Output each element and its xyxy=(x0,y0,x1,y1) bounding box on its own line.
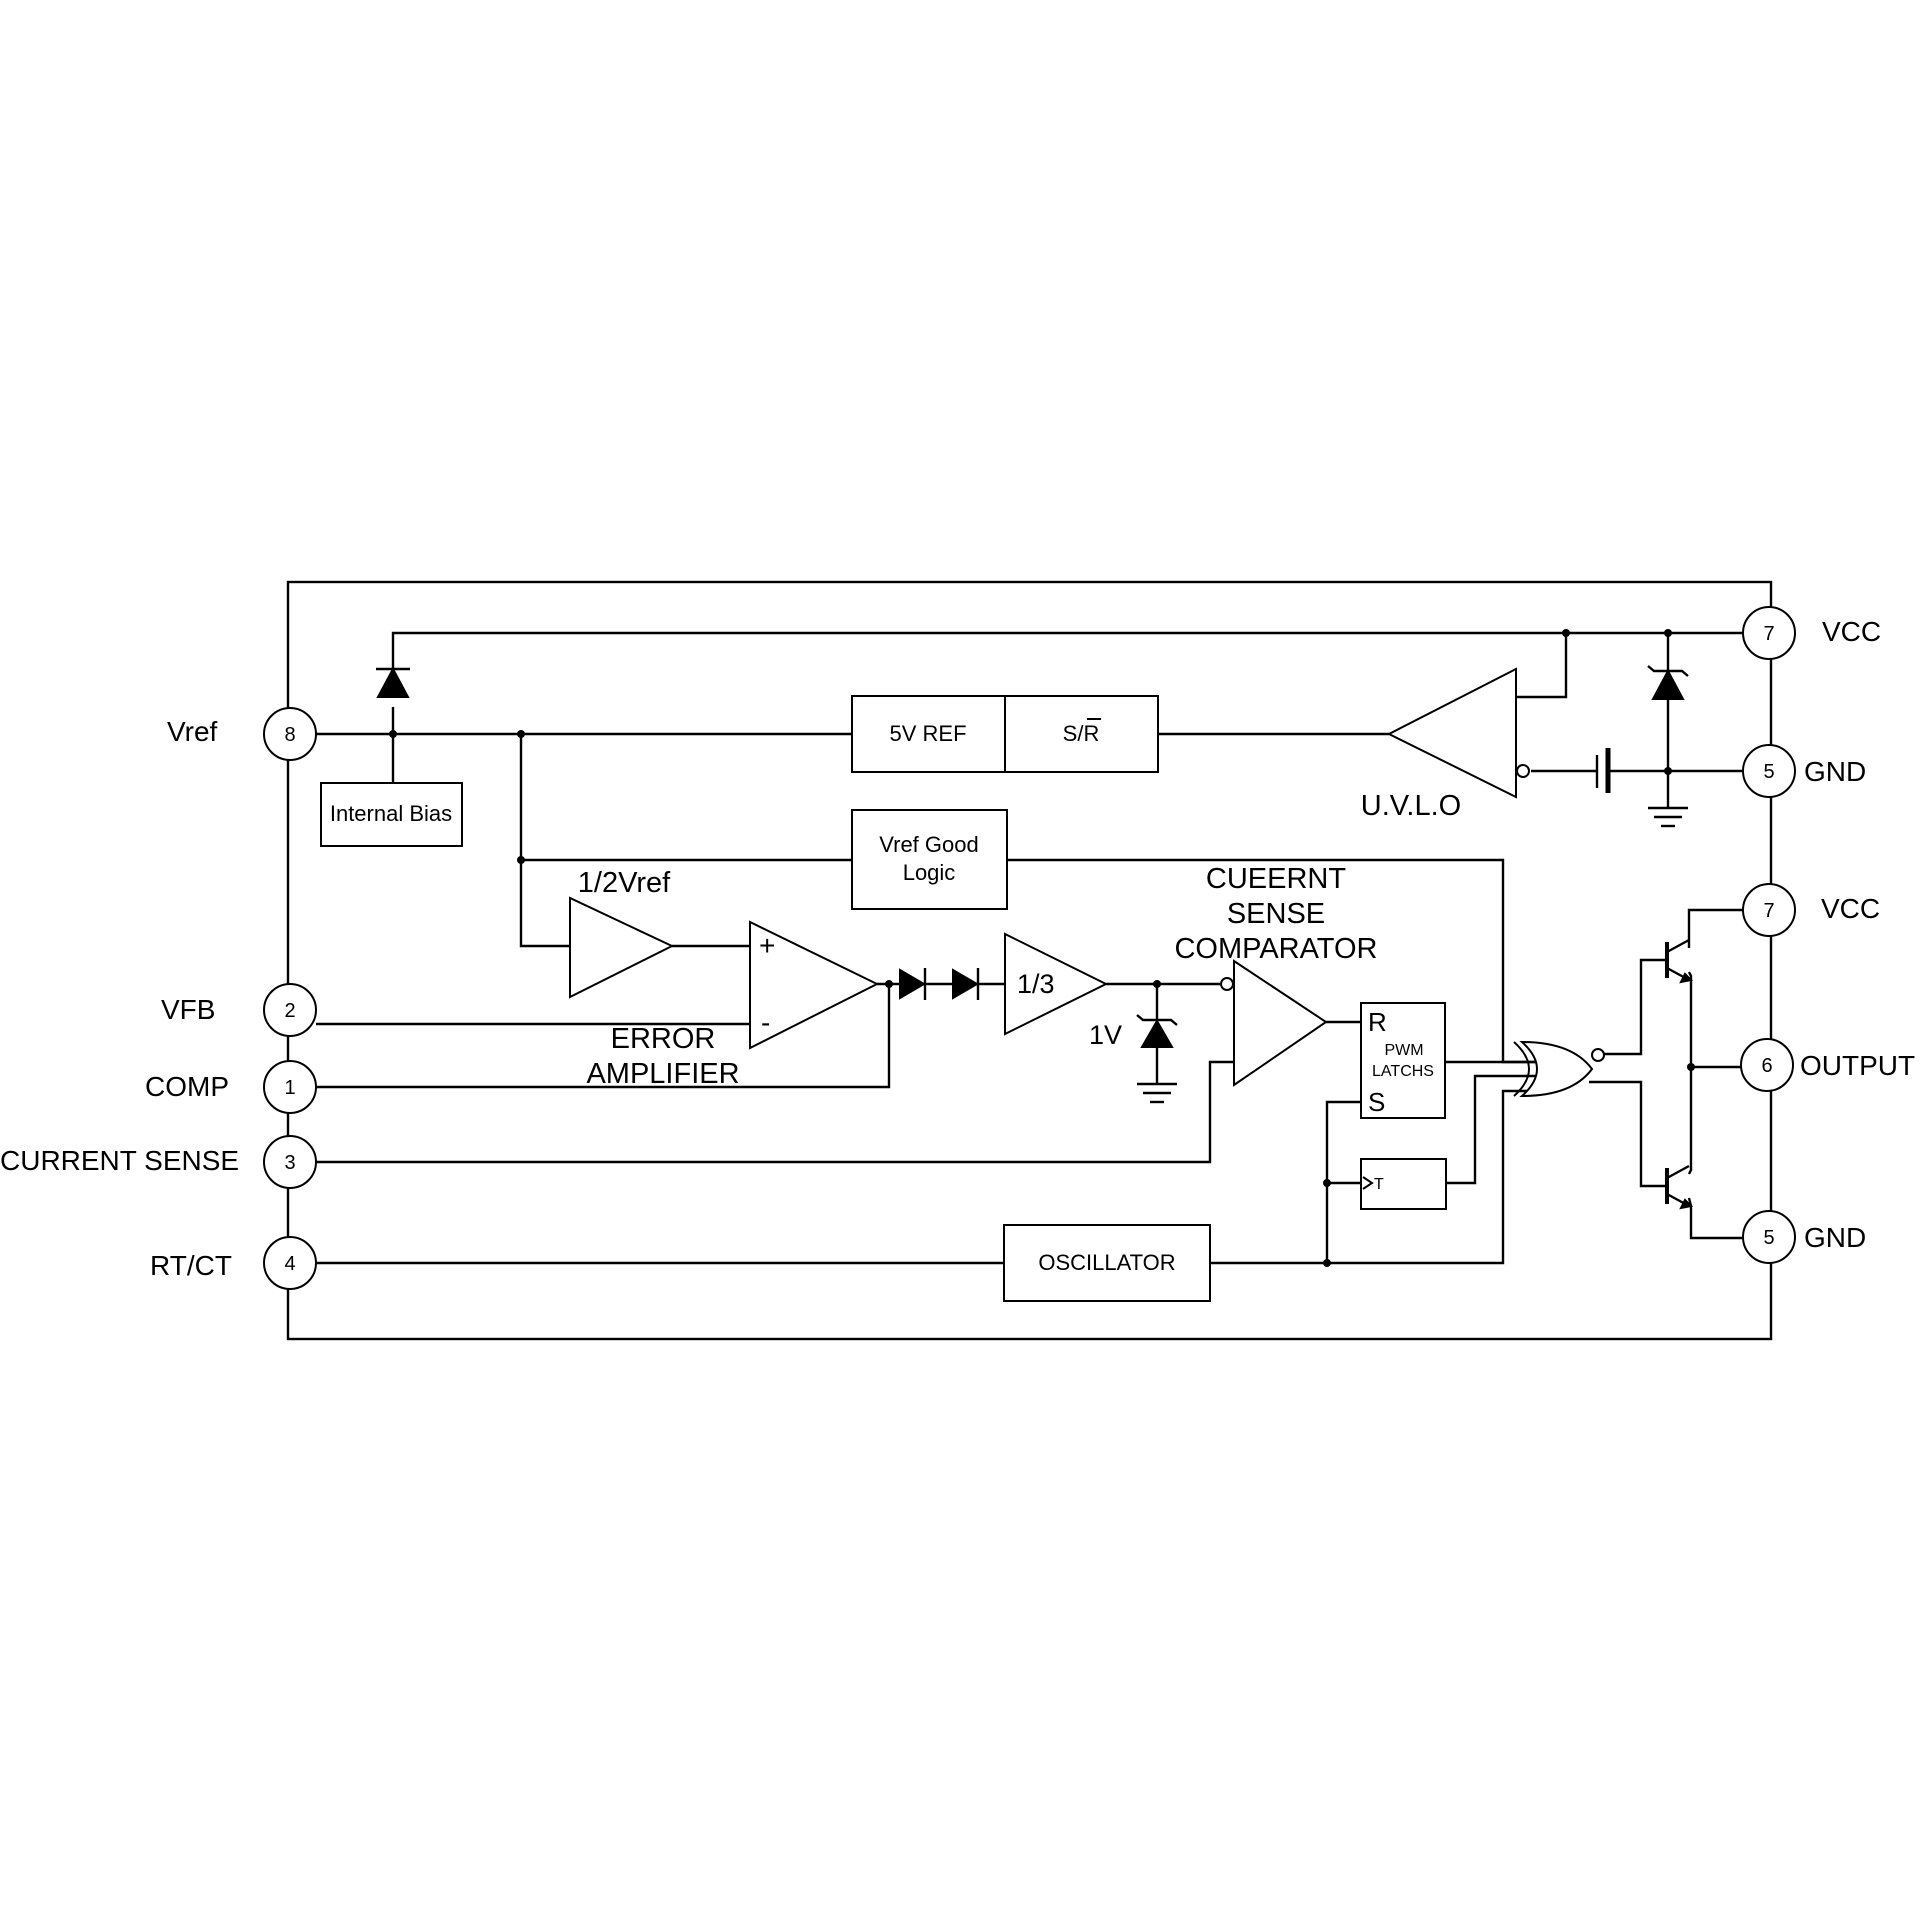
pin-gnd-top-label: GND xyxy=(1804,756,1866,787)
pin-rt-ct[interactable]: 4 xyxy=(263,1236,317,1290)
half-vref-label: 1/2Vref xyxy=(578,867,671,899)
pin-gnd-top-number: 5 xyxy=(1763,761,1774,783)
oscillator-label: OSCILLATOR xyxy=(1038,1250,1175,1275)
pin-vcc-out-label: VCC xyxy=(1821,893,1880,924)
chip-outline xyxy=(286,580,1773,1341)
pin-current-sense-number: 3 xyxy=(284,1152,295,1174)
uvlo-comparator xyxy=(1386,667,1517,799)
zener-diode-icon xyxy=(1647,665,1689,700)
pin-vfb[interactable]: 2 xyxy=(263,983,317,1037)
ground-icon xyxy=(1648,806,1688,828)
toggle-ff-box xyxy=(1360,1158,1447,1210)
internal-bias-box xyxy=(320,782,463,847)
pin-current-sense[interactable]: 3 xyxy=(263,1135,317,1189)
pin-vcc-top-number: 7 xyxy=(1763,623,1774,645)
pin-vcc-top[interactable]: 7 xyxy=(1742,606,1796,660)
clock-edge-icon xyxy=(1362,1176,1374,1190)
pin-vref-label: Vref xyxy=(167,716,218,747)
cs-comp-label-3: COMPARATOR xyxy=(1174,933,1377,965)
wires xyxy=(316,631,1745,1265)
error-amp-plus: + xyxy=(759,930,775,961)
latch-latchs-label: LATCHS xyxy=(1372,1063,1434,1080)
junction-dots xyxy=(389,629,1695,1267)
nor-gate xyxy=(1513,1040,1605,1098)
top-transistor-icon xyxy=(1665,938,1694,984)
vref-good-label-1: Vref Good xyxy=(879,832,978,857)
pin-gnd-top[interactable]: 5 xyxy=(1742,744,1796,798)
pin-vref[interactable]: 8 xyxy=(263,707,317,761)
s-r-label: S/R xyxy=(1063,721,1100,746)
pin-vcc-top-label: VCC xyxy=(1822,616,1881,647)
cs-comp-label-2: SENSE xyxy=(1227,898,1325,930)
pin-output-label: OUTPUT xyxy=(1800,1050,1915,1081)
vref-good-label-2: Logic xyxy=(903,860,956,885)
pin-comp[interactable]: 1 xyxy=(263,1060,317,1114)
ground-icon xyxy=(1137,1082,1177,1104)
pin-vcc-out[interactable]: 7 xyxy=(1742,883,1796,937)
latch-r-label: R xyxy=(1368,1007,1387,1037)
diode-2-icon xyxy=(952,968,980,1000)
uvlo-label: U.V.L.O xyxy=(1361,790,1461,822)
pin-rt-ct-number: 4 xyxy=(284,1253,295,1275)
s-r-box xyxy=(1004,695,1159,773)
pwm-latch-box xyxy=(1360,1002,1446,1119)
comparator-inverting-bubble xyxy=(1220,977,1234,991)
error-amp-label-2: AMPLIFIER xyxy=(586,1058,739,1090)
pin-vfb-label: VFB xyxy=(161,994,215,1025)
latch-s-label: S xyxy=(1368,1087,1385,1117)
half-vref-buffer xyxy=(569,896,675,999)
pin-vfb-number: 2 xyxy=(284,1000,295,1022)
error-amp-label-1: ERROR xyxy=(611,1023,716,1055)
current-sense-comparator xyxy=(1233,959,1328,1087)
error-amp-minus: - xyxy=(761,1007,770,1038)
pin-current-sense-label: CURRENT SENSE xyxy=(0,1145,239,1176)
battery-icon xyxy=(1595,748,1611,793)
toggle-t-label: T xyxy=(1374,1176,1384,1193)
latch-pwm-label: PWM xyxy=(1384,1042,1423,1059)
bottom-transistor-icon xyxy=(1665,1164,1694,1210)
bias-diode-icon xyxy=(376,666,410,698)
pin-comp-number: 1 xyxy=(284,1077,295,1099)
uvlo-inverting-bubble xyxy=(1516,764,1530,778)
pin-output-number: 6 xyxy=(1761,1055,1772,1077)
oscillator-box xyxy=(1003,1224,1211,1302)
error-amplifier xyxy=(749,920,880,1050)
clamp-zener-icon xyxy=(1136,1014,1178,1048)
internal-bias-label: Internal Bias xyxy=(330,801,452,826)
one-third-label: 1/3 xyxy=(1017,969,1055,999)
pin-gnd-bottom-number: 5 xyxy=(1763,1227,1774,1249)
pin-vref-number: 8 xyxy=(284,724,295,746)
one-third-divider xyxy=(1004,932,1109,1036)
pin-gnd-bottom-label: GND xyxy=(1804,1222,1866,1253)
one-volt-label: 1V xyxy=(1089,1020,1122,1050)
pin-vcc-out-number: 7 xyxy=(1763,900,1774,922)
vref-good-box xyxy=(851,809,1008,910)
pin-comp-label: COMP xyxy=(145,1071,229,1102)
pin-rt-ct-label: RT/CT xyxy=(150,1250,232,1281)
pin-output[interactable]: 6 xyxy=(1740,1038,1794,1092)
diode-1-icon xyxy=(899,968,927,1000)
cs-comp-label-1: CUEERNT xyxy=(1206,863,1346,895)
pin-gnd-bottom[interactable]: 5 xyxy=(1742,1210,1796,1264)
ref-5v-label: 5V REF xyxy=(889,721,966,746)
